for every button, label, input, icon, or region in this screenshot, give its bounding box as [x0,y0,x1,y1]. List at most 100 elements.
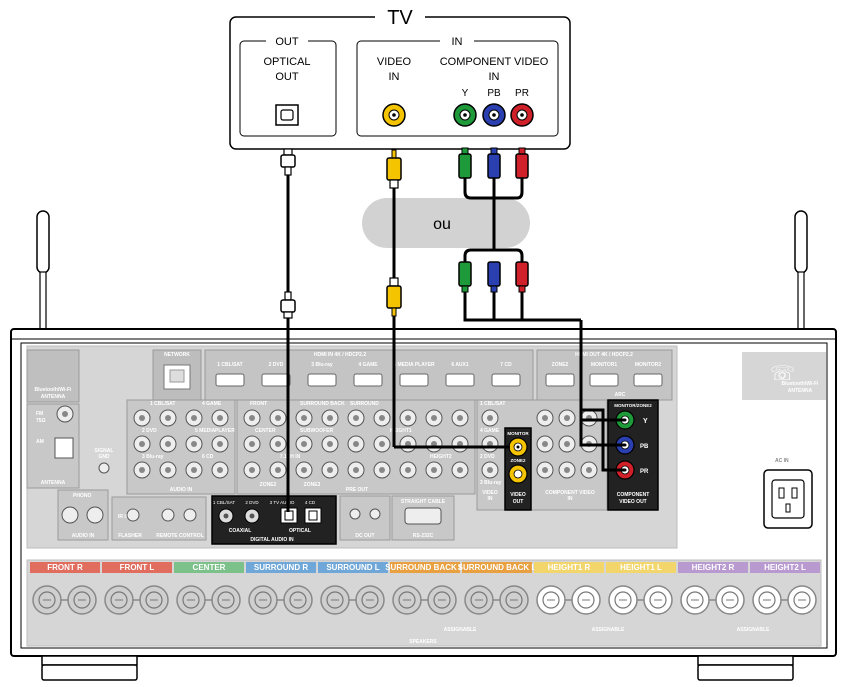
receiver: Bluetooth/Wi-Fi ANTENNA ☏ Bluetooth/Wi-F… [10,210,837,681]
dc-out-section: DC OUT [339,495,391,541]
hdmi-in-label: HDMI IN 4K / HDCP2.2 [314,352,366,358]
optical-input-4-port [304,507,322,524]
pre-out-jack [451,435,469,453]
audio-in-jack [211,461,229,479]
flasher-label: FLASHER [118,533,142,539]
speaker-terminal-label: HEIGHT2 L [764,563,806,572]
hdmi-in-port: 4 GAME [353,362,383,387]
left-foot [41,655,138,681]
antenna-label: ANTENNA [41,480,66,486]
pre-out-jack [373,461,391,479]
digital-input-3-label: 3 TV AUDIO [270,500,295,505]
hdmi-in-port-label: 6 AUX1 [451,362,469,368]
pre-out-jack [269,435,287,453]
signal-gnd-label-1: SIGNAL [95,448,114,454]
audio-in-jack [159,435,177,453]
fm-label: FM [36,411,43,417]
hdmi-in-port-label: 2 DVD [269,362,284,368]
audio-in-jack [211,435,229,453]
optical-input-3-port[interactable] [280,507,298,524]
tv-optical-out-port [275,104,299,126]
speaker-terminal-label: FRONT L [120,563,155,572]
pre-out-jack [399,435,417,453]
pre-out-jack [373,409,391,427]
pre-out-jack [269,461,287,479]
speaker-terminal: SURROUND R [246,562,316,615]
tv-pr-jack [510,103,534,127]
pre-out-jack-label: SURROUND [350,401,379,407]
speaker-terminal-label: SURROUND BACK L [458,563,537,572]
speaker-terminal: HEIGHT2 L [750,562,820,615]
coaxial-label: COAXIAL [229,528,252,534]
ac-in: AC IN [763,458,813,529]
component-in-jack [558,409,576,427]
straight-cable-label: STRAIGHT CABLE [401,499,446,505]
hdmi-in-port: 6 AUX1 [445,362,475,387]
audio-in-jack-label: 6 CD [202,454,214,460]
component-in-jack [536,435,554,453]
digital-audio-in-label: DIGITAL AUDIO IN [250,537,294,543]
speakers-label: SPEAKERS [409,639,437,645]
network-port: NETWORK [152,349,202,401]
video-out-zone2-jack [508,464,528,484]
component-in-input-label: 1 CBL/SAT [480,401,505,407]
pre-out-label: PRE OUT [346,487,368,493]
tv-y-label: Y [462,88,469,99]
speaker-terminal-label: CENTER [193,563,226,572]
monitor-zone2-label: MONITOR/ZONE2 [614,403,652,408]
hdmi-out-port-label: MONITOR2 [635,362,662,368]
component-in-jack [536,409,554,427]
video-out-monitor-jack[interactable] [508,437,528,457]
optical-cable [280,148,296,512]
audio-in-jack-label: 1 CBL/SAT [150,401,175,407]
video-out-section: MONITOR ZONE2 VIDEO OUT [504,427,532,511]
tv-out-group-label: OUT [275,36,299,48]
bt-antenna-right: ☏ Bluetooth/Wi-Fi ANTENNA [742,352,826,400]
ir-in-label: IR IN [118,514,130,520]
hdmi-out-label: HDMI OUT 4K / HDCP2.2 [575,352,633,358]
ac-in-label: AC IN [775,458,789,464]
pre-out-jack-label: HEIGHT2 [430,454,452,460]
pre-out-jack-label: FRONT [250,401,267,407]
speaker-terminal: SURROUND L [318,562,388,615]
optical-label: OPTICAL [289,528,311,534]
digital-input-2-label: 2 DVD [245,500,259,505]
component-in-input-label: 2 DVD [480,454,495,460]
hdmi-in-port-label: 1 CBL/SAT [217,362,242,368]
bt-antenna-right-label-2: ANTENNA [788,388,813,394]
hdmi-out-port: MONITOR2 [633,362,663,387]
audio-in-jack [185,461,203,479]
remote-section: IR IN FLASHER REMOTE CONTROL [111,496,207,541]
or-label: ou [433,216,451,233]
hdmi-in-port: 1 CBL/SAT [215,362,245,387]
zone3-label: ZONE3 [304,482,321,488]
pre-out-jack [399,409,417,427]
pre-out-jack [269,409,287,427]
component-video-out-section: MONITOR/ZONE2 Y PB PR COMPONENT VIDEO OU… [607,399,659,511]
component-in-jack [536,461,554,479]
audio-in-jack [133,409,151,427]
bt-antenna-left-label-2: ANTENNA [41,394,66,400]
video-in-jack [481,461,499,479]
bt-antenna-icon: ☏ [770,363,795,385]
pre-out-jack [451,409,469,427]
audio-in-jack [185,435,203,453]
component-video-out-label-2: VIDEO OUT [619,499,647,505]
bt-antenna-right-label-1: Bluetooth/Wi-Fi [782,381,820,387]
speaker-terminal-label: SURROUND BACK R [385,563,465,572]
signal-gnd-label-2: GND [98,454,110,460]
digital-input-1-label: 1 CBL/SAT [213,500,235,505]
pre-out-jack-label: SURROUND BACK [300,401,345,407]
speaker-terminal: SURROUND BACK R [385,562,465,615]
pre-out-jack [425,435,443,453]
tv-video-in-jack [382,103,406,127]
rs232c-label: RS-232C [413,533,434,539]
audio-in-jack-label: 3 Blu-ray [142,454,164,460]
hdmi-in-port: 5 MEDIA PLAYER [393,362,435,387]
bt-antenna-left-label-1: Bluetooth/Wi-Fi [35,387,73,393]
speaker-terminal: HEIGHT1 L [606,562,676,615]
